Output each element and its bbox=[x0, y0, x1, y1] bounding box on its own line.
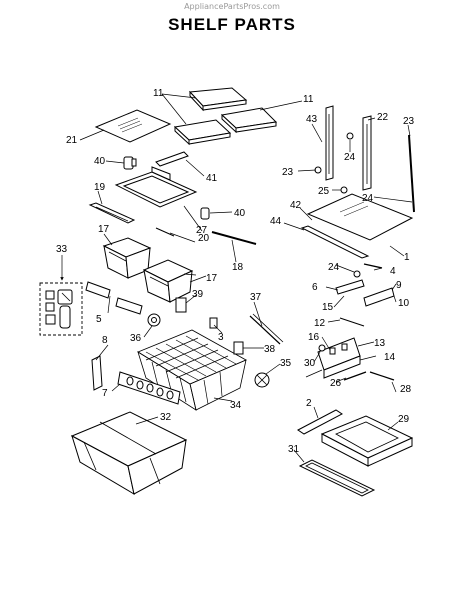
handle-5-a bbox=[85, 281, 111, 299]
rail-upright-22 bbox=[362, 115, 372, 191]
screw-24-b bbox=[353, 270, 361, 278]
callout-11-right: 11 bbox=[303, 94, 314, 105]
rail-upright-43 bbox=[325, 105, 334, 181]
rod-23 bbox=[408, 134, 415, 213]
trim-19 bbox=[88, 202, 136, 224]
callout-8: 8 bbox=[102, 335, 108, 346]
leader-lines bbox=[60, 93, 413, 463]
pantry-drawer-32 bbox=[70, 411, 188, 496]
callout-2: 2 bbox=[306, 398, 312, 409]
callout-19: 19 bbox=[94, 182, 106, 193]
callout-18: 18 bbox=[232, 262, 244, 273]
screw-24-a bbox=[346, 132, 354, 140]
callout-36: 36 bbox=[130, 333, 142, 344]
bracket-10 bbox=[363, 287, 395, 307]
callout-14: 14 bbox=[384, 352, 396, 363]
spring-28 bbox=[369, 371, 395, 381]
wire-basket-34 bbox=[137, 329, 247, 411]
clip-38 bbox=[233, 341, 244, 355]
callout-23-right: 23 bbox=[403, 116, 415, 127]
callout-27: 27 bbox=[196, 225, 208, 236]
callout-42: 42 bbox=[290, 200, 302, 211]
page-title: SHELF PARTS bbox=[168, 15, 296, 34]
screw-25 bbox=[340, 186, 348, 194]
callout-34: 34 bbox=[230, 400, 242, 411]
callout-labels: 11 11 21 40 41 19 40 20 27 18 17 17 33 5… bbox=[56, 88, 415, 455]
callout-22: 22 bbox=[377, 112, 389, 123]
callout-44: 44 bbox=[270, 216, 282, 227]
callout-5: 5 bbox=[96, 314, 102, 325]
divider-7 bbox=[117, 371, 181, 405]
filter-kit-box bbox=[39, 282, 83, 336]
callout-13: 13 bbox=[374, 338, 386, 349]
callout-24-low: 24 bbox=[328, 262, 340, 273]
callout-29: 29 bbox=[398, 414, 410, 425]
callout-11-left: 11 bbox=[153, 88, 164, 99]
callout-16: 16 bbox=[308, 332, 320, 343]
crisper-bin-17-right bbox=[142, 259, 194, 303]
end-cap-8 bbox=[91, 355, 103, 391]
callout-6: 6 bbox=[312, 282, 318, 293]
callout-37: 37 bbox=[250, 292, 262, 303]
rail-41 bbox=[155, 151, 189, 167]
clip-26 bbox=[343, 371, 367, 381]
callout-31: 31 bbox=[288, 444, 300, 455]
rail-37 bbox=[249, 315, 281, 345]
callout-21: 21 bbox=[66, 135, 78, 146]
glass-shelf-1 bbox=[306, 193, 414, 241]
callout-23-left: 23 bbox=[282, 167, 294, 178]
glass-shelf-21 bbox=[94, 109, 172, 143]
callout-41: 41 bbox=[206, 173, 218, 184]
callout-3: 3 bbox=[218, 332, 224, 343]
callout-39: 39 bbox=[192, 289, 204, 300]
callout-24-top: 24 bbox=[344, 152, 356, 163]
callout-7: 7 bbox=[102, 388, 108, 399]
bracket-39 bbox=[175, 297, 187, 313]
handle-2 bbox=[297, 409, 343, 435]
callout-30: 30 bbox=[304, 358, 316, 369]
shelf-tray-group bbox=[173, 87, 278, 146]
callout-1: 1 bbox=[404, 252, 410, 263]
callout-35: 35 bbox=[280, 358, 292, 369]
callout-40-upper: 40 bbox=[94, 156, 106, 167]
callout-17-left: 17 bbox=[98, 224, 110, 235]
callout-17-right: 17 bbox=[206, 273, 218, 284]
callout-43: 43 bbox=[306, 114, 318, 125]
shelf-trim-42 bbox=[300, 225, 370, 259]
bracket-6 bbox=[335, 279, 365, 295]
callout-20: 20 bbox=[198, 233, 210, 244]
rod-18 bbox=[211, 231, 257, 245]
watermark-text: AppliancePartsPros.com bbox=[184, 2, 280, 11]
drawer-tray-29 bbox=[320, 415, 414, 467]
trim-31 bbox=[298, 459, 376, 497]
handle-5-b bbox=[115, 297, 143, 315]
callout-26: 26 bbox=[330, 378, 342, 389]
callout-32: 32 bbox=[160, 412, 172, 423]
callout-33: 33 bbox=[56, 244, 68, 255]
slide-3 bbox=[209, 317, 218, 329]
callout-15: 15 bbox=[322, 302, 334, 313]
callout-9: 9 bbox=[396, 280, 402, 291]
callout-12: 12 bbox=[314, 318, 326, 329]
rail-end-4 bbox=[363, 263, 383, 269]
callout-38: 38 bbox=[264, 344, 276, 355]
clip-40-lower bbox=[200, 207, 210, 220]
shelf-bracket-assembly bbox=[317, 337, 361, 379]
callout-40-lower: 40 bbox=[234, 208, 246, 219]
spring-12 bbox=[339, 317, 365, 327]
callout-24-mid: 24 bbox=[362, 193, 374, 204]
callout-10: 10 bbox=[398, 298, 410, 309]
callout-25: 25 bbox=[318, 186, 330, 197]
callout-4: 4 bbox=[390, 266, 396, 277]
callout-28: 28 bbox=[400, 384, 412, 395]
